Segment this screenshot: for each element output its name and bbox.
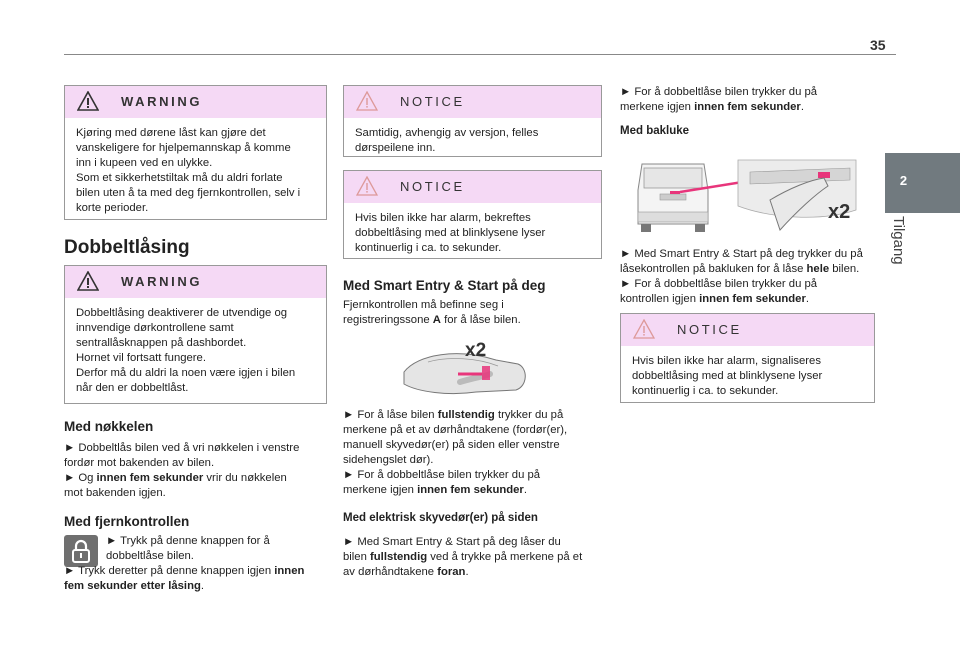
tailgate-illustration: x2 (620, 150, 860, 238)
notice-box-mirrors: NOTICE Samtidig, avhengig av versjon, fe… (343, 85, 602, 157)
warning-box-double-locking: WARNING Dobbeltlåsing deaktiverer de utv… (64, 265, 327, 404)
smart-entry-intro: Fjernkontrollen må befinne seg i registr… (343, 299, 521, 326)
warning-header: WARNING (65, 266, 326, 298)
page-number: 35 (870, 37, 886, 53)
top-rule (64, 54, 896, 55)
warning-text: Dobbeltlåsing deaktiverer de utvendige o… (76, 307, 296, 394)
heading-with-remote: Med fjernkontrollen (64, 514, 190, 529)
notice-header: NOTICE (621, 314, 874, 346)
warning-header: WARNING (65, 86, 326, 118)
remote-instructions-a: ► Trykk på denne knappen for å dobbeltlå… (106, 535, 270, 562)
notice-triangle-icon (356, 91, 378, 111)
warning-triangle-icon (77, 91, 99, 111)
padlock-button-icon (64, 535, 98, 567)
heading-with-key: Med nøkkelen (64, 419, 154, 434)
warning-box-locked-doors: WARNING Kjøring med dørene låst kan gjør… (64, 85, 327, 220)
heading-tailgate: Med bakluke (620, 125, 690, 137)
notice-triangle-icon (356, 176, 378, 196)
notice-header: NOTICE (344, 171, 601, 203)
svg-text:x2: x2 (465, 340, 486, 361)
chapter-label: Tilgang (890, 216, 907, 265)
key-instructions: ► Dobbeltlås bilen ved å vri nøkkelen i … (64, 442, 300, 499)
tailgate-steps: ► Med Smart Entry & Start på deg trykker… (620, 248, 863, 305)
sliding-door-steps: ► Med Smart Entry & Start på deg låser d… (343, 536, 583, 578)
notice-box-tailgate-alarm: NOTICE Hvis bilen ikke har alarm, signal… (620, 313, 875, 403)
remote-instructions-b: ► Trykk deretter på denne knappen igjen … (64, 565, 305, 592)
warning-triangle-icon (77, 271, 99, 291)
double-lock-step: ► For å dobbeltlåse bilen trykker du på … (620, 86, 818, 113)
heading-sliding-doors: Med elektrisk skyvedør(er) på siden (343, 512, 538, 524)
section-heading-double-locking: Dobbeltlåsing (64, 237, 190, 258)
warning-title: WARNING (121, 274, 203, 289)
heading-smart-entry: Med Smart Entry & Start på deg (343, 278, 546, 293)
svg-text:x2: x2 (828, 201, 850, 223)
notice-box-alarm: NOTICE Hvis bilen ikke har alarm, bekref… (343, 170, 602, 259)
warning-title: WARNING (121, 94, 203, 109)
notice-triangle-icon (633, 319, 655, 339)
notice-title: NOTICE (677, 322, 742, 337)
door-handle-illustration: x2 (398, 334, 533, 402)
notice-title: NOTICE (400, 179, 465, 194)
notice-header: NOTICE (344, 86, 601, 118)
notice-title: NOTICE (400, 94, 465, 109)
chapter-number: 2 (899, 173, 908, 188)
smart-entry-steps: ► For å låse bilen fullstendig trykker d… (343, 409, 568, 496)
chapter-tab[interactable]: 2 (885, 153, 960, 213)
